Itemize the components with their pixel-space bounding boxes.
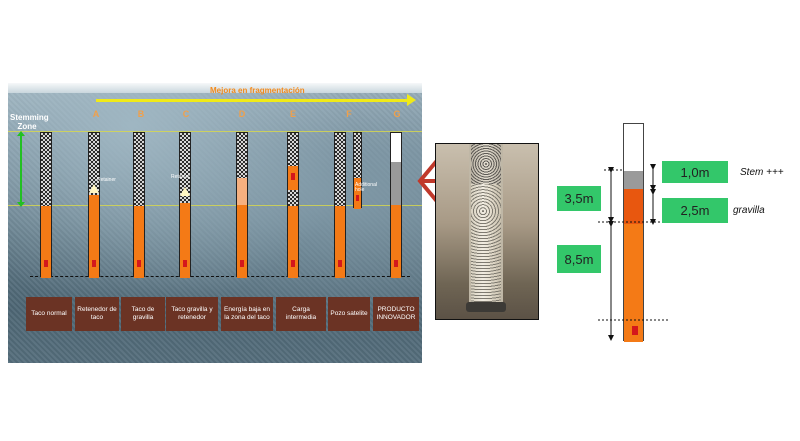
innovative-blasthole-column <box>623 123 644 342</box>
dimension-3-5m: 3,5m <box>557 186 601 211</box>
label-retenedor: Retenedor de taco <box>75 297 119 331</box>
additional-hole-note: Additional hole <box>355 182 377 193</box>
satellite-hole <box>353 132 362 209</box>
stemming-top-line <box>8 131 422 132</box>
blasthole-pozo-satelite <box>334 132 346 278</box>
column-letter-e: E <box>289 109 296 119</box>
blasthole-gravilla <box>133 132 145 278</box>
blasthole-energia-baja <box>236 132 248 278</box>
column-letter-a: A <box>92 109 100 119</box>
dimension-8-5m: 8,5m <box>557 245 601 273</box>
blast-stemming-panel: Mejora en fragmentación Stemming Zone A … <box>8 83 422 363</box>
label-energia-baja: Energía baja en la zona del taco <box>221 297 273 331</box>
stemming-sample-photo <box>435 143 539 320</box>
sample-tube <box>469 144 503 312</box>
column-letter-b: B <box>137 109 145 119</box>
label-gravilla: Taco de gravilla <box>121 297 165 331</box>
column-letter-f: F <box>346 109 352 119</box>
tube-base <box>466 302 506 312</box>
label-pozo-satelite: Pozo satelite <box>328 297 370 331</box>
blasthole-gravilla-retenedor <box>179 132 191 278</box>
stemming-bottom-line <box>8 205 422 206</box>
column-letter-d: D <box>238 109 246 119</box>
label-producto-innovador: PRODUCTO INNOVADOR <box>373 297 419 331</box>
retainer-icon <box>180 187 190 196</box>
stemming-zone-label: Stemming Zone <box>10 113 49 131</box>
gravilla-note: gravilla <box>733 205 765 216</box>
sky-strip <box>8 83 422 93</box>
blasthole-retenedor <box>88 132 100 278</box>
column-letter-c: C <box>182 109 190 119</box>
label-taco-normal: Taco normal <box>26 297 72 331</box>
blasthole-taco-normal <box>40 132 52 278</box>
dimension-2-5m: 2,5m <box>662 198 728 223</box>
stemming-zone-arrow-icon <box>17 131 25 207</box>
grade-dashed-line <box>30 276 410 277</box>
fragmentation-arrow-icon <box>96 94 416 106</box>
blasthole-carga-intermedia <box>287 132 299 278</box>
column-letter-g: G <box>393 109 401 119</box>
stem-note: Stem +++ <box>740 167 784 178</box>
label-carga-intermedia: Carga intermedia <box>276 297 326 331</box>
retainer-icon <box>89 184 99 193</box>
blasthole-producto-innovador <box>390 132 402 278</box>
fragmentation-label: Mejora en fragmentación <box>210 86 305 95</box>
retainer-note-c: Retainer <box>171 174 190 180</box>
retainer-note: Retainer <box>97 177 116 183</box>
label-gravilla-retenedor: Taco gravilla y retenedor <box>166 297 218 331</box>
dimension-1-0m: 1,0m <box>662 161 728 183</box>
